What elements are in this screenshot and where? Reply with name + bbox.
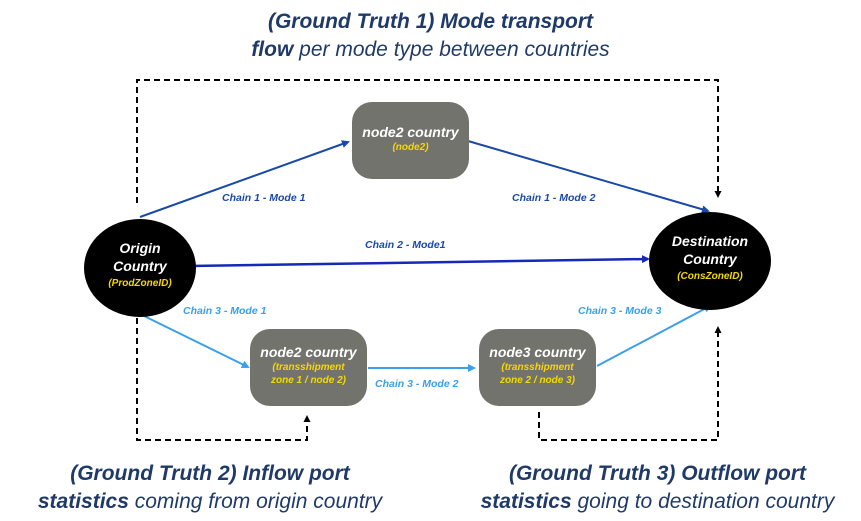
gt1-dashed-bracket [136,79,722,203]
node2-bottom-title: node2 country [260,344,357,360]
gt2-caption-bold: (Ground Truth 2) Inflow port [70,462,350,485]
label-chain3-mode3: Chain 3 - Mode 3 [578,305,662,317]
label-chain3-mode2: Chain 3 - Mode 2 [375,378,459,390]
node3-title: node3 country [489,344,586,360]
gt3-caption: (Ground Truth 3) Outflow port statistics… [460,460,855,516]
origin-country-node: Origin Country (ProdZoneID) [84,219,196,317]
chain1-mode2-arrow [467,140,710,214]
destination-title-2: Country [683,251,737,267]
gt1-caption-line2-bold: flow [251,38,294,61]
origin-title-2: Country [113,258,167,274]
node3-sub-1: (transshipment [501,362,574,373]
gt3-caption-bold: (Ground Truth 3) Outflow port [508,462,807,485]
node2-top-title: node2 country [362,124,459,140]
node2-top-sub: (node2) [392,142,429,153]
destination-sub: (ConsZoneID) [677,271,743,282]
label-chain3-mode1: Chain 3 - Mode 1 [183,305,267,317]
label-chain1-mode2: Chain 1 - Mode 2 [512,192,596,204]
gt2-caption-line2-bold: statistics [37,490,129,513]
chain2-mode1-arrow [189,255,650,268]
origin-sub: (ProdZoneID) [108,278,172,289]
chain3-mode3-arrow [596,305,712,367]
gt2-caption: (Ground Truth 2) Inflow port statistics … [20,460,400,516]
gt1-caption-bold: (Ground Truth 1) Mode transport [267,10,594,33]
gt2-dashed-bracket [136,318,311,441]
chain3-mode1-arrow [139,313,250,368]
gt3-caption-line2-bold: statistics [480,490,572,513]
node2-top-node: node2 country (node2) [352,102,469,179]
destination-title-1: Destination [671,233,749,249]
node2-bottom-sub-2: zone 1 / node 2) [270,375,346,386]
label-chain1-mode1: Chain 1 - Mode 1 [222,192,306,204]
destination-country-node: Destination Country (ConsZoneID) [649,212,771,310]
node3-node: node3 country (transshipment zone 2 / no… [479,329,596,406]
gt3-dashed-bracket [538,326,722,441]
label-chain2-mode1: Chain 2 - Mode1 [365,239,446,251]
node2-bottom-sub-1: (transshipment [272,362,345,373]
gt1-caption-line2-rest: per mode type between countries [293,38,610,61]
gt1-caption: (Ground Truth 1) Mode transport flow per… [0,8,861,64]
origin-title-1: Origin [119,240,161,256]
node2-bottom-node: node2 country (transshipment zone 1 / no… [250,329,367,406]
node3-sub-2: zone 2 / node 3) [499,375,575,386]
gt3-caption-line2-rest: going to destination country [571,490,835,513]
chain1-mode1-arrow [139,140,350,218]
gt2-caption-line2-rest: coming from origin country [128,490,383,513]
